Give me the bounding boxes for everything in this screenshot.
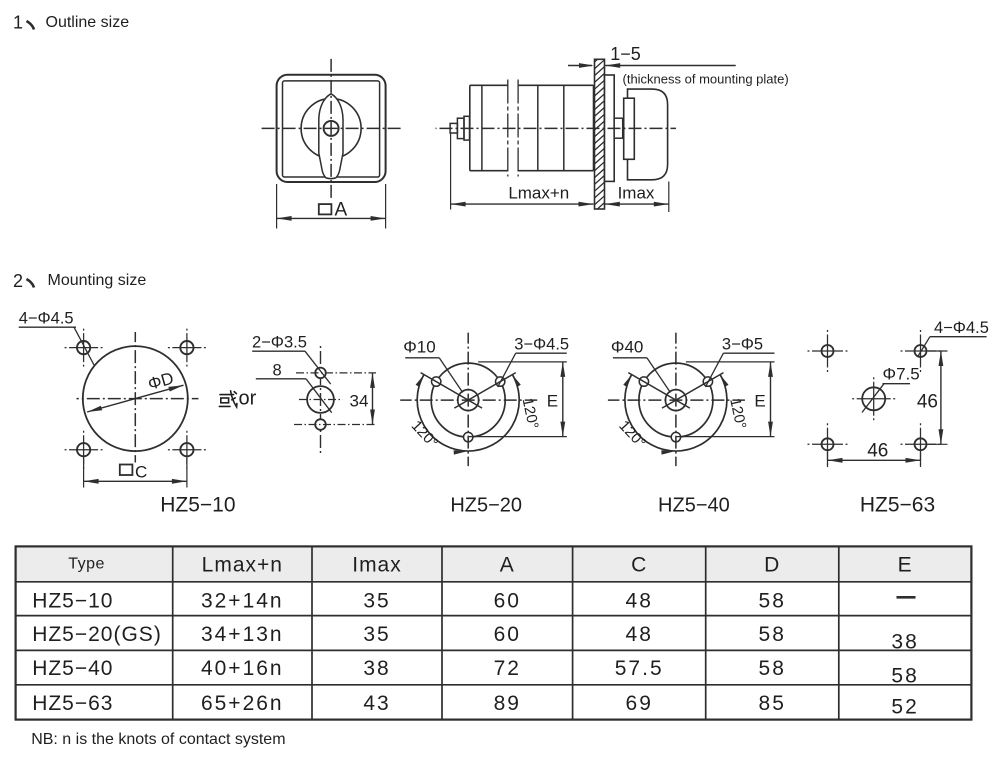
svg-text:Imax: Imax [352,554,402,577]
svg-text:3−Φ4.5: 3−Φ4.5 [514,336,569,354]
svg-text:65+26n: 65+26n [201,692,284,715]
svg-text:A: A [335,200,348,221]
svg-text:4−Φ4.5: 4−Φ4.5 [934,319,989,337]
svg-text:HZ5−40: HZ5−40 [32,657,113,680]
svg-text:60: 60 [494,623,521,646]
svg-text:120°: 120° [726,397,749,431]
svg-text:38: 38 [363,657,390,680]
svg-text:E: E [754,392,765,411]
svg-text:58: 58 [759,590,786,613]
svg-text:or: or [239,388,257,410]
svg-text:58: 58 [759,623,786,646]
svg-text:52: 52 [891,696,918,719]
svg-text:46: 46 [867,441,888,462]
svg-text:Φ10: Φ10 [403,338,435,357]
svg-text:43: 43 [363,692,390,715]
svg-text:38: 38 [891,631,918,654]
svg-text:32+14n: 32+14n [201,590,284,613]
svg-text:Mounting size: Mounting size [48,272,147,289]
svg-text:Lmax+n: Lmax+n [508,183,569,202]
svg-text:C: C [135,462,147,481]
svg-text:120°: 120° [408,417,442,451]
svg-text:Imax: Imax [618,183,655,202]
svg-text:Φ7.5: Φ7.5 [883,365,920,384]
svg-text:(thickness of mounting plate): (thickness of mounting plate) [623,72,789,87]
svg-text:HZ5−40: HZ5−40 [658,495,730,517]
svg-text:NB: n is the knots of contact: NB: n is the knots of contact system [31,731,285,748]
svg-text:46: 46 [917,392,938,413]
svg-text:E: E [547,392,558,411]
svg-text:57.5: 57.5 [615,657,664,680]
svg-text:HZ5−10: HZ5−10 [160,494,235,517]
svg-text:58: 58 [891,665,918,688]
svg-text:HZ5−20(GS): HZ5−20(GS) [32,623,162,646]
svg-text:58: 58 [759,657,786,680]
svg-text:Lmax+n: Lmax+n [202,554,283,577]
svg-text:35: 35 [363,590,390,613]
svg-text:48: 48 [626,590,653,613]
svg-text:2: 2 [13,271,23,291]
svg-text:69: 69 [626,692,653,715]
svg-text:HZ5−63: HZ5−63 [860,494,935,517]
svg-text:Type: Type [68,556,105,573]
svg-text:Outline size: Outline size [46,14,130,31]
svg-text:120°: 120° [519,397,542,431]
svg-text:40+16n: 40+16n [201,657,284,680]
svg-text:C: C [631,554,647,577]
svg-text:8: 8 [273,362,282,380]
svg-text:85: 85 [759,692,786,715]
svg-text:3−Φ5: 3−Φ5 [722,336,763,354]
svg-text:35: 35 [363,623,390,646]
svg-text:89: 89 [494,692,521,715]
svg-text:A: A [500,554,515,577]
svg-text:48: 48 [626,623,653,646]
svg-text:2−Φ3.5: 2−Φ3.5 [252,334,307,352]
svg-text:60: 60 [494,590,521,613]
svg-text:HZ5−63: HZ5−63 [32,692,113,715]
svg-text:E: E [898,554,913,577]
svg-text:HZ5−20: HZ5−20 [450,495,522,517]
svg-text:34: 34 [350,392,369,411]
svg-text:72: 72 [494,657,521,680]
svg-text:1−5: 1−5 [610,44,641,64]
svg-text:4−Φ4.5: 4−Φ4.5 [19,310,74,328]
svg-text:Φ40: Φ40 [611,338,643,357]
svg-text:1: 1 [13,13,23,33]
svg-text:120°: 120° [615,417,649,451]
svg-text:HZ5−10: HZ5−10 [32,590,113,613]
svg-text:D: D [764,554,780,577]
svg-text:34+13n: 34+13n [201,623,284,646]
